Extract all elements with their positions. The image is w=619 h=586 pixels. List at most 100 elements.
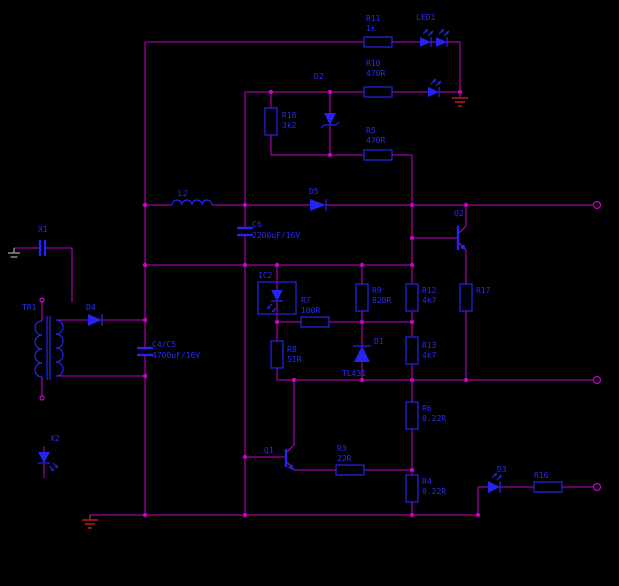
ref-label: R9 [372,286,382,295]
light-arrow-head-icon [445,31,449,35]
junction-dot [463,202,469,208]
junction-dot [359,262,365,268]
value-label: 2200uF/16V [252,231,300,240]
terminals [592,200,602,492]
component-l2[interactable]: L2 [171,189,213,206]
wire-top-led-row [145,41,461,98]
component-r4[interactable]: R4 0.22R [405,474,446,503]
value-label: 3k2 [282,121,297,130]
junction-dot [242,202,248,208]
component-r11[interactable]: R11 1k [363,14,393,48]
junction-dot [409,262,415,268]
component-r16[interactable]: R16 [533,471,563,493]
junctions [142,89,481,518]
component-r3[interactable]: R3 22R [335,444,365,476]
value-label: 820R [372,296,391,305]
light-arrow-head-icon [493,473,497,477]
component-r12[interactable]: R12 4k7 [405,283,437,312]
junction-dot [457,89,463,95]
output-terminal-sense[interactable] [592,375,602,385]
component-r17[interactable]: R17 [459,283,491,312]
component-r6[interactable]: R6 0.22R [405,401,446,430]
component-x2[interactable]: X2 [38,434,60,472]
resistor-symbol [355,283,369,312]
opto-led-symbol [271,290,283,301]
component-r13[interactable]: R13 4k7 [405,336,437,365]
led-symbol [38,452,50,463]
component-q2[interactable]: Q2 [454,209,466,250]
ref-label: C6 [252,220,262,229]
wire-q1-leads [245,380,412,471]
output-terminal-minus[interactable] [592,482,602,492]
component-r5[interactable]: R5 470R [363,126,393,161]
component-r7[interactable]: R7 100R [300,296,330,328]
ground-symbol-bottom-left [82,515,98,529]
diode-symbol [88,314,102,326]
component-d3[interactable]: D3 [488,465,507,493]
component-d5[interactable]: D5 [309,187,327,211]
ref-label: C4/C5 [152,340,176,349]
ref-label: R10 [366,59,381,68]
led-symbol [428,87,439,97]
value-label: 4k7 [422,351,437,360]
junction-dot [409,377,415,383]
light-arrow-head-icon [54,464,58,468]
diode-symbol [310,199,326,211]
ground-icon [82,515,98,529]
component-q1[interactable]: Q1 [264,446,294,470]
ref-label: IC2 [258,271,273,280]
component-led1[interactable]: LED1 [416,13,450,47]
value-label: 0.22R [422,414,446,423]
component-c6[interactable]: C6 2200uF/16V [237,220,300,240]
value-label: 100R [301,306,320,315]
resistor-symbol [264,107,278,136]
ref-label: R11 [366,14,381,23]
chassis-ground-icon [8,248,20,258]
ref-label: D4 [86,303,96,312]
component-r18[interactable]: R18 3k2 [264,107,297,136]
component-r10[interactable]: R10 470R [363,59,393,98]
resistor-symbol [405,474,419,503]
component-d1-tl431[interactable]: D1 TL431 [342,337,384,378]
component-tr1[interactable]: TR1 [22,297,64,401]
component-r8[interactable]: R8 51R [270,340,302,369]
junction-dot [409,512,415,518]
resistor-symbol [300,316,330,328]
junction-dot [142,202,148,208]
junction-dot [142,373,148,379]
output-terminal-plus[interactable] [592,200,602,210]
value-label: 51R [287,355,302,364]
junction-dot [409,467,415,473]
zener-symbol [324,113,336,125]
ref-label: R3 [337,444,347,453]
emitter-arrow-icon [288,464,294,470]
component-c4[interactable]: C4/C5 4700uF/16V [137,340,200,360]
ref-label: L2 [178,189,188,198]
component-r9[interactable]: R9 820R [355,283,391,312]
junction-dot [242,262,248,268]
junction-dot [359,377,365,383]
junction-dot [274,319,280,325]
ground-symbol-top-right [452,97,468,107]
ref-label: Q2 [454,209,464,218]
ground-icon [452,97,468,107]
light-arrow-head-icon [432,79,436,83]
ref-label: R18 [282,111,297,120]
component-d2[interactable]: D2 [314,72,340,129]
light-arrow-head-icon [267,305,271,309]
component-d4[interactable]: D4 [86,303,103,326]
light-arrow-head-icon [50,467,54,471]
resistor-symbol [363,86,393,98]
component-x1[interactable]: X1 [38,225,48,256]
light-arrow-head-icon [440,29,444,33]
wire-x1-branch [14,247,73,302]
primary-pin[interactable] [39,395,45,401]
value-label: 1k [366,24,376,33]
component-ic2-optocoupler[interactable]: IC2 [257,271,297,315]
primary-pin[interactable] [39,297,45,303]
junction-dot [359,319,365,325]
component-led2[interactable] [428,78,442,97]
junction-dot [327,89,333,95]
resistor-symbol [533,481,563,493]
